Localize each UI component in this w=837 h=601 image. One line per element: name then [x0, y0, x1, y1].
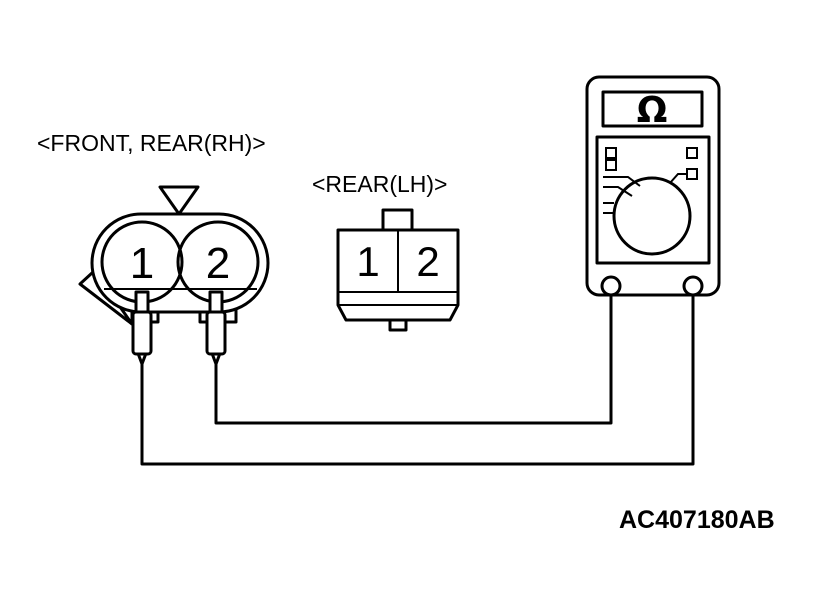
- multimeter: Ω: [585, 75, 721, 297]
- indicator-icon: [686, 147, 698, 159]
- pin-label-1: 1: [130, 239, 154, 288]
- indicator-icon: [605, 159, 617, 171]
- scale-mark: [603, 186, 633, 197]
- terminal-left: [600, 275, 622, 297]
- terminal-right: [682, 275, 704, 297]
- orientation-triangle-icon: [158, 185, 200, 216]
- figure-code: AC407180AB: [619, 506, 775, 534]
- rear-lh-pin-label-1: 1: [356, 238, 379, 285]
- rear-lh-pin-label-2: 2: [416, 238, 439, 285]
- meter-display: [601, 90, 704, 128]
- probe-2: [205, 290, 227, 366]
- pin-label-2: 2: [206, 239, 230, 288]
- test-lead-pin1: [140, 293, 695, 466]
- test-lead-pin2: [214, 293, 613, 425]
- probe-1: [131, 290, 153, 366]
- connector-housing: [90, 212, 270, 314]
- connector-front-rear-rh: 1 2: [78, 185, 270, 326]
- indicator-icon: [605, 147, 617, 159]
- meter-face: [595, 135, 711, 265]
- selector-dial: [612, 176, 692, 256]
- label-front-rear-rh: <FRONT, REAR(RH)>: [37, 130, 266, 156]
- label-rear-lh: <REAR(LH)>: [312, 171, 447, 197]
- ohm-symbol-icon: Ω: [637, 90, 668, 131]
- rear-lh-top-tab: [381, 208, 414, 232]
- scale-mark: [669, 173, 687, 184]
- connector-rear-lh: 1 2: [336, 208, 460, 332]
